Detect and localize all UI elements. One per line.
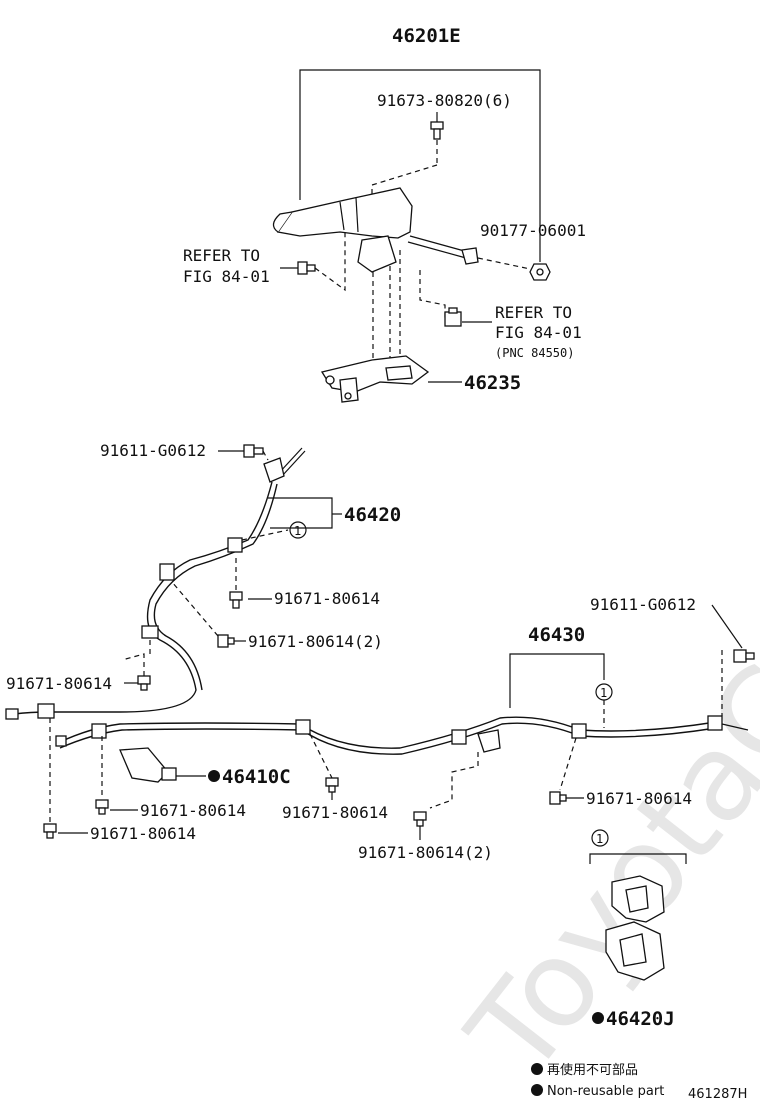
part-label-46235[interactable]: 46235 [464, 372, 521, 394]
watermark: ToyotaCarMine.ru [442, 189, 760, 1101]
legend-mark-1 [531, 1063, 543, 1075]
callout-circle-rear: 1 [595, 683, 613, 701]
bolt-clamp-g-icon [413, 811, 427, 827]
bolt-clamp-c-icon [95, 799, 109, 815]
part-label-46420j[interactable]: 46420J [606, 1008, 675, 1030]
part-label-46430[interactable]: 46430 [528, 624, 585, 646]
bolt-clamp-f-icon [549, 791, 567, 805]
legend-text-en: Non-reusable part [547, 1084, 664, 1099]
part-label-46420[interactable]: 46420 [344, 504, 401, 526]
front-cable-end-icon [263, 447, 306, 483]
bolt-clamp-a-icon [229, 591, 243, 609]
bracket-46235-icon [320, 355, 430, 403]
part-label-bolt-cable2[interactable]: 91611-G0612 [590, 595, 696, 614]
leader-46430 [509, 653, 605, 708]
part-label-clamp-bolt-a[interactable]: 91671-80614 [274, 589, 380, 608]
bolt-clamp-d-icon [43, 823, 57, 839]
part-label-clamp-bolt-e[interactable]: 91671-80614 [282, 803, 388, 822]
callout-circle-detail: 1 [591, 829, 609, 847]
leader-46420 [268, 497, 333, 529]
legend-text-jp: 再使用不可部品 [547, 1062, 638, 1078]
dash-refer-right [419, 270, 446, 318]
part-label-46410c[interactable]: 46410C [222, 766, 291, 788]
part-label-clamp-bolt-c[interactable]: 91671-80614 [140, 801, 246, 820]
figure-id: 461287H [688, 1087, 747, 1102]
clip-refer-right-icon [444, 307, 462, 327]
part-label-clamp-bolt-g[interactable]: 91671-80614(2) [358, 843, 493, 862]
refer-left-line1[interactable]: REFER TO [183, 246, 260, 265]
bolt-top-icon [430, 121, 444, 140]
cable-clamp-front-icon [141, 537, 243, 639]
callout-ref-front: 1 [294, 524, 301, 538]
leader-46201e [299, 69, 541, 262]
part-label-clamp-bolt-b[interactable]: 91671-80614(2) [248, 632, 383, 651]
parking-brake-lever-icon [272, 187, 479, 273]
refer-right-line1[interactable]: REFER TO [495, 303, 572, 322]
refer-right-pnc[interactable]: (PNC 84550) [495, 346, 574, 360]
non-reusable-mark-46420j [592, 1012, 604, 1024]
bolt-refer-left-icon [297, 261, 316, 275]
part-label-nut[interactable]: 90177-06001 [480, 221, 586, 240]
part-label-clamp-bolt-left[interactable]: 91671-80614 [6, 674, 112, 693]
clip-46420j-icon [605, 875, 665, 981]
part-label-bolt-cable1[interactable]: 91611-G0612 [100, 441, 206, 460]
part-label-clamp-bolt-d[interactable]: 91671-80614 [90, 824, 196, 843]
part-label-bolt-top[interactable]: 91673-80820(6) [377, 91, 512, 110]
refer-right-line2[interactable]: FIG 84-01 [495, 323, 582, 342]
nut-icon [529, 263, 551, 281]
retainer-46410c-icon [119, 747, 177, 783]
dash-lever-nut [477, 257, 536, 271]
part-label-clamp-bolt-f[interactable]: 91671-80614 [586, 789, 692, 808]
bolt-clamp-b-icon [217, 634, 235, 648]
rear-cable-end-icon [5, 703, 749, 753]
callout-ref-detail: 1 [596, 832, 603, 846]
non-reusable-mark-46410c [208, 770, 220, 782]
bolt-cable2-icon [733, 649, 755, 663]
refer-left-line2[interactable]: FIG 84-01 [183, 267, 270, 286]
part-label-46201e[interactable]: 46201E [392, 25, 461, 47]
callout-ref-rear: 1 [600, 686, 607, 700]
bolt-clamp-e-icon [325, 777, 339, 793]
rear-cable [59, 716, 717, 749]
legend-mark-2 [531, 1084, 543, 1096]
bolt-cable1-icon [243, 444, 264, 458]
bolt-clamp-left-icon [137, 675, 151, 691]
callout-circle-front: 1 [289, 521, 307, 539]
